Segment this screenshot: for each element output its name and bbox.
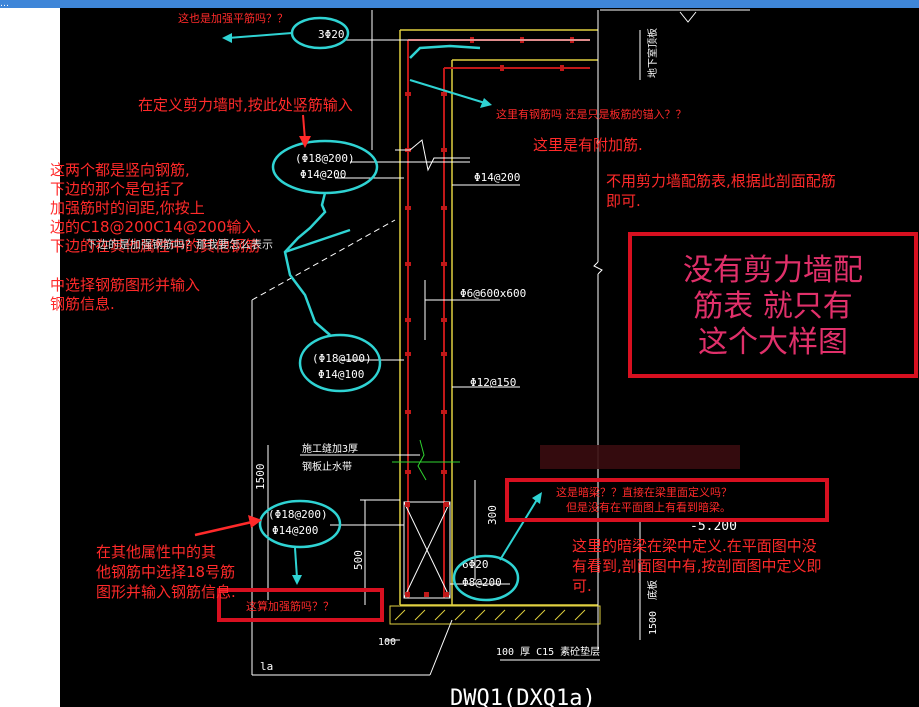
box-reinforce-question <box>217 588 384 622</box>
label-vertical-bot-1: (Φ18@200) <box>268 508 328 521</box>
leader-lines <box>300 39 600 661</box>
wall-outline <box>399 29 598 606</box>
label-dim-500: 500 <box>352 550 365 570</box>
label-vertical-mid-1: (Φ18@100) <box>312 352 372 365</box>
label-cushion: 100 厚 C15 素砼垫层 <box>496 645 600 658</box>
label-vertical-top-2: Φ14@200 <box>300 168 346 181</box>
note-a-no-table-2: 即可. <box>606 192 641 210</box>
label-vertical-bot-2: Φ14@200 <box>272 524 318 537</box>
note-both-vertical-2: 下边的那个是包括了 <box>50 180 185 198</box>
label-right-vertical-2: 底板 <box>646 580 659 600</box>
label-vertical-mid-2: Φ14@100 <box>318 368 364 381</box>
note-q-count-reinforce: 这算加强筋吗？？ <box>246 599 334 613</box>
note-a-no-table: 不用剪力墙配筋表,根据此剖面配筋 <box>606 172 836 190</box>
note-a-dark-beam-2: 有看到,剖面图中有,按剖面图中定义即 <box>572 557 822 575</box>
smudge <box>540 445 740 469</box>
note-overlap-white: 下边的是加强钢筋吗？那我要怎么表示 <box>86 237 273 251</box>
note-define-shear-wall: 在定义剪力墙时,按此处竖筋输入 <box>138 96 353 114</box>
label-vertical-top-1: (Φ18@200) <box>295 152 355 165</box>
label-construction-joint-2: 钢板止水带 <box>302 460 352 473</box>
beam-bars <box>405 502 449 597</box>
note-q-dark-beam-2: 但是没有在平面图上有看到暗梁。 <box>566 500 731 514</box>
note-a-dark-beam-1: 这里的暗梁在梁中定义.在平面图中没 <box>572 537 817 555</box>
cyan-arrows <box>222 32 542 585</box>
red-arrows <box>194 114 311 537</box>
label-right-vertical-1: 地下室顶板 <box>646 28 659 78</box>
box-text-3: 这个大样图 <box>698 325 848 360</box>
box-no-table <box>628 232 918 378</box>
note-q-reinforce-top: 这也是加强平筋吗？？ <box>178 11 288 25</box>
note-both-vertical-3: 加强筋时的间距,你按上 <box>50 199 205 217</box>
label-dim-300: 300 <box>486 505 499 525</box>
diagonal-dashed-line <box>251 219 396 301</box>
label-dim-100: 100 <box>378 637 396 648</box>
window-title: … <box>0 0 9 8</box>
note-both-vertical-7: 钢筋信息. <box>50 295 115 313</box>
left-side-panel <box>0 8 60 707</box>
construction-joint <box>392 439 460 481</box>
drawing-title: DWQ1(DXQ1a) <box>450 686 596 707</box>
label-right-vertical-3: 1500 <box>648 611 659 635</box>
label-dim-1500: 1500 <box>254 464 267 491</box>
label-horizontal-phi14: Φ14@200 <box>474 171 520 184</box>
label-construction-joint-1: 施工缝加3厚 <box>302 442 358 455</box>
box-dark-beam-question <box>505 478 829 522</box>
rebar-lines <box>407 39 590 598</box>
label-horizontal-phi12: Φ12@150 <box>470 376 516 389</box>
rebar-dots <box>405 37 574 474</box>
note-both-vertical-4: 边的C18@200C14@200输入. <box>50 218 261 236</box>
label-tie-phi6: Φ6@600x600 <box>460 287 526 300</box>
dark-beam-box <box>403 501 451 599</box>
foundation-hatch <box>389 605 601 625</box>
note-a-dark-beam-3: 可. <box>572 577 592 595</box>
note-both-vertical-5: 下边的在其他属性中的其他钢筋 <box>50 237 260 255</box>
note-q-dark-beam-1: 这是暗梁？？直接在梁里面定义吗？ <box>556 485 732 499</box>
box-text-2: 筋表 就只有 <box>693 289 853 324</box>
label-dim-la: la <box>260 660 273 673</box>
note-a-extra-rebar: 这里是有附加筋. <box>533 136 643 154</box>
note-both-vertical-6: 中选择钢筋图形并输入 <box>50 276 200 294</box>
label-beam-2: Φ8@200 <box>462 576 502 589</box>
label-3phi20: 3Φ20 <box>318 28 345 41</box>
cyan-markup <box>258 16 520 602</box>
note-other-rebar-18-1: 在其他属性中的其 <box>96 543 216 561</box>
note-both-vertical-1: 这两个都是竖向钢筋, <box>50 161 190 179</box>
label-elevation: -5.200 <box>690 519 737 534</box>
label-beam-1: 6Φ20 <box>462 558 489 571</box>
note-other-rebar-18-2: 他钢筋中选择18号筋 <box>96 563 235 581</box>
window-title-bar: … <box>0 0 919 8</box>
note-q-rebar-here: 这里有钢筋吗 还是只是板筋的锚入？？ <box>496 107 687 121</box>
note-other-rebar-18-3: 图形并输入钢筋信息. <box>96 583 236 601</box>
box-text-1: 没有剪力墙配 <box>683 253 863 288</box>
